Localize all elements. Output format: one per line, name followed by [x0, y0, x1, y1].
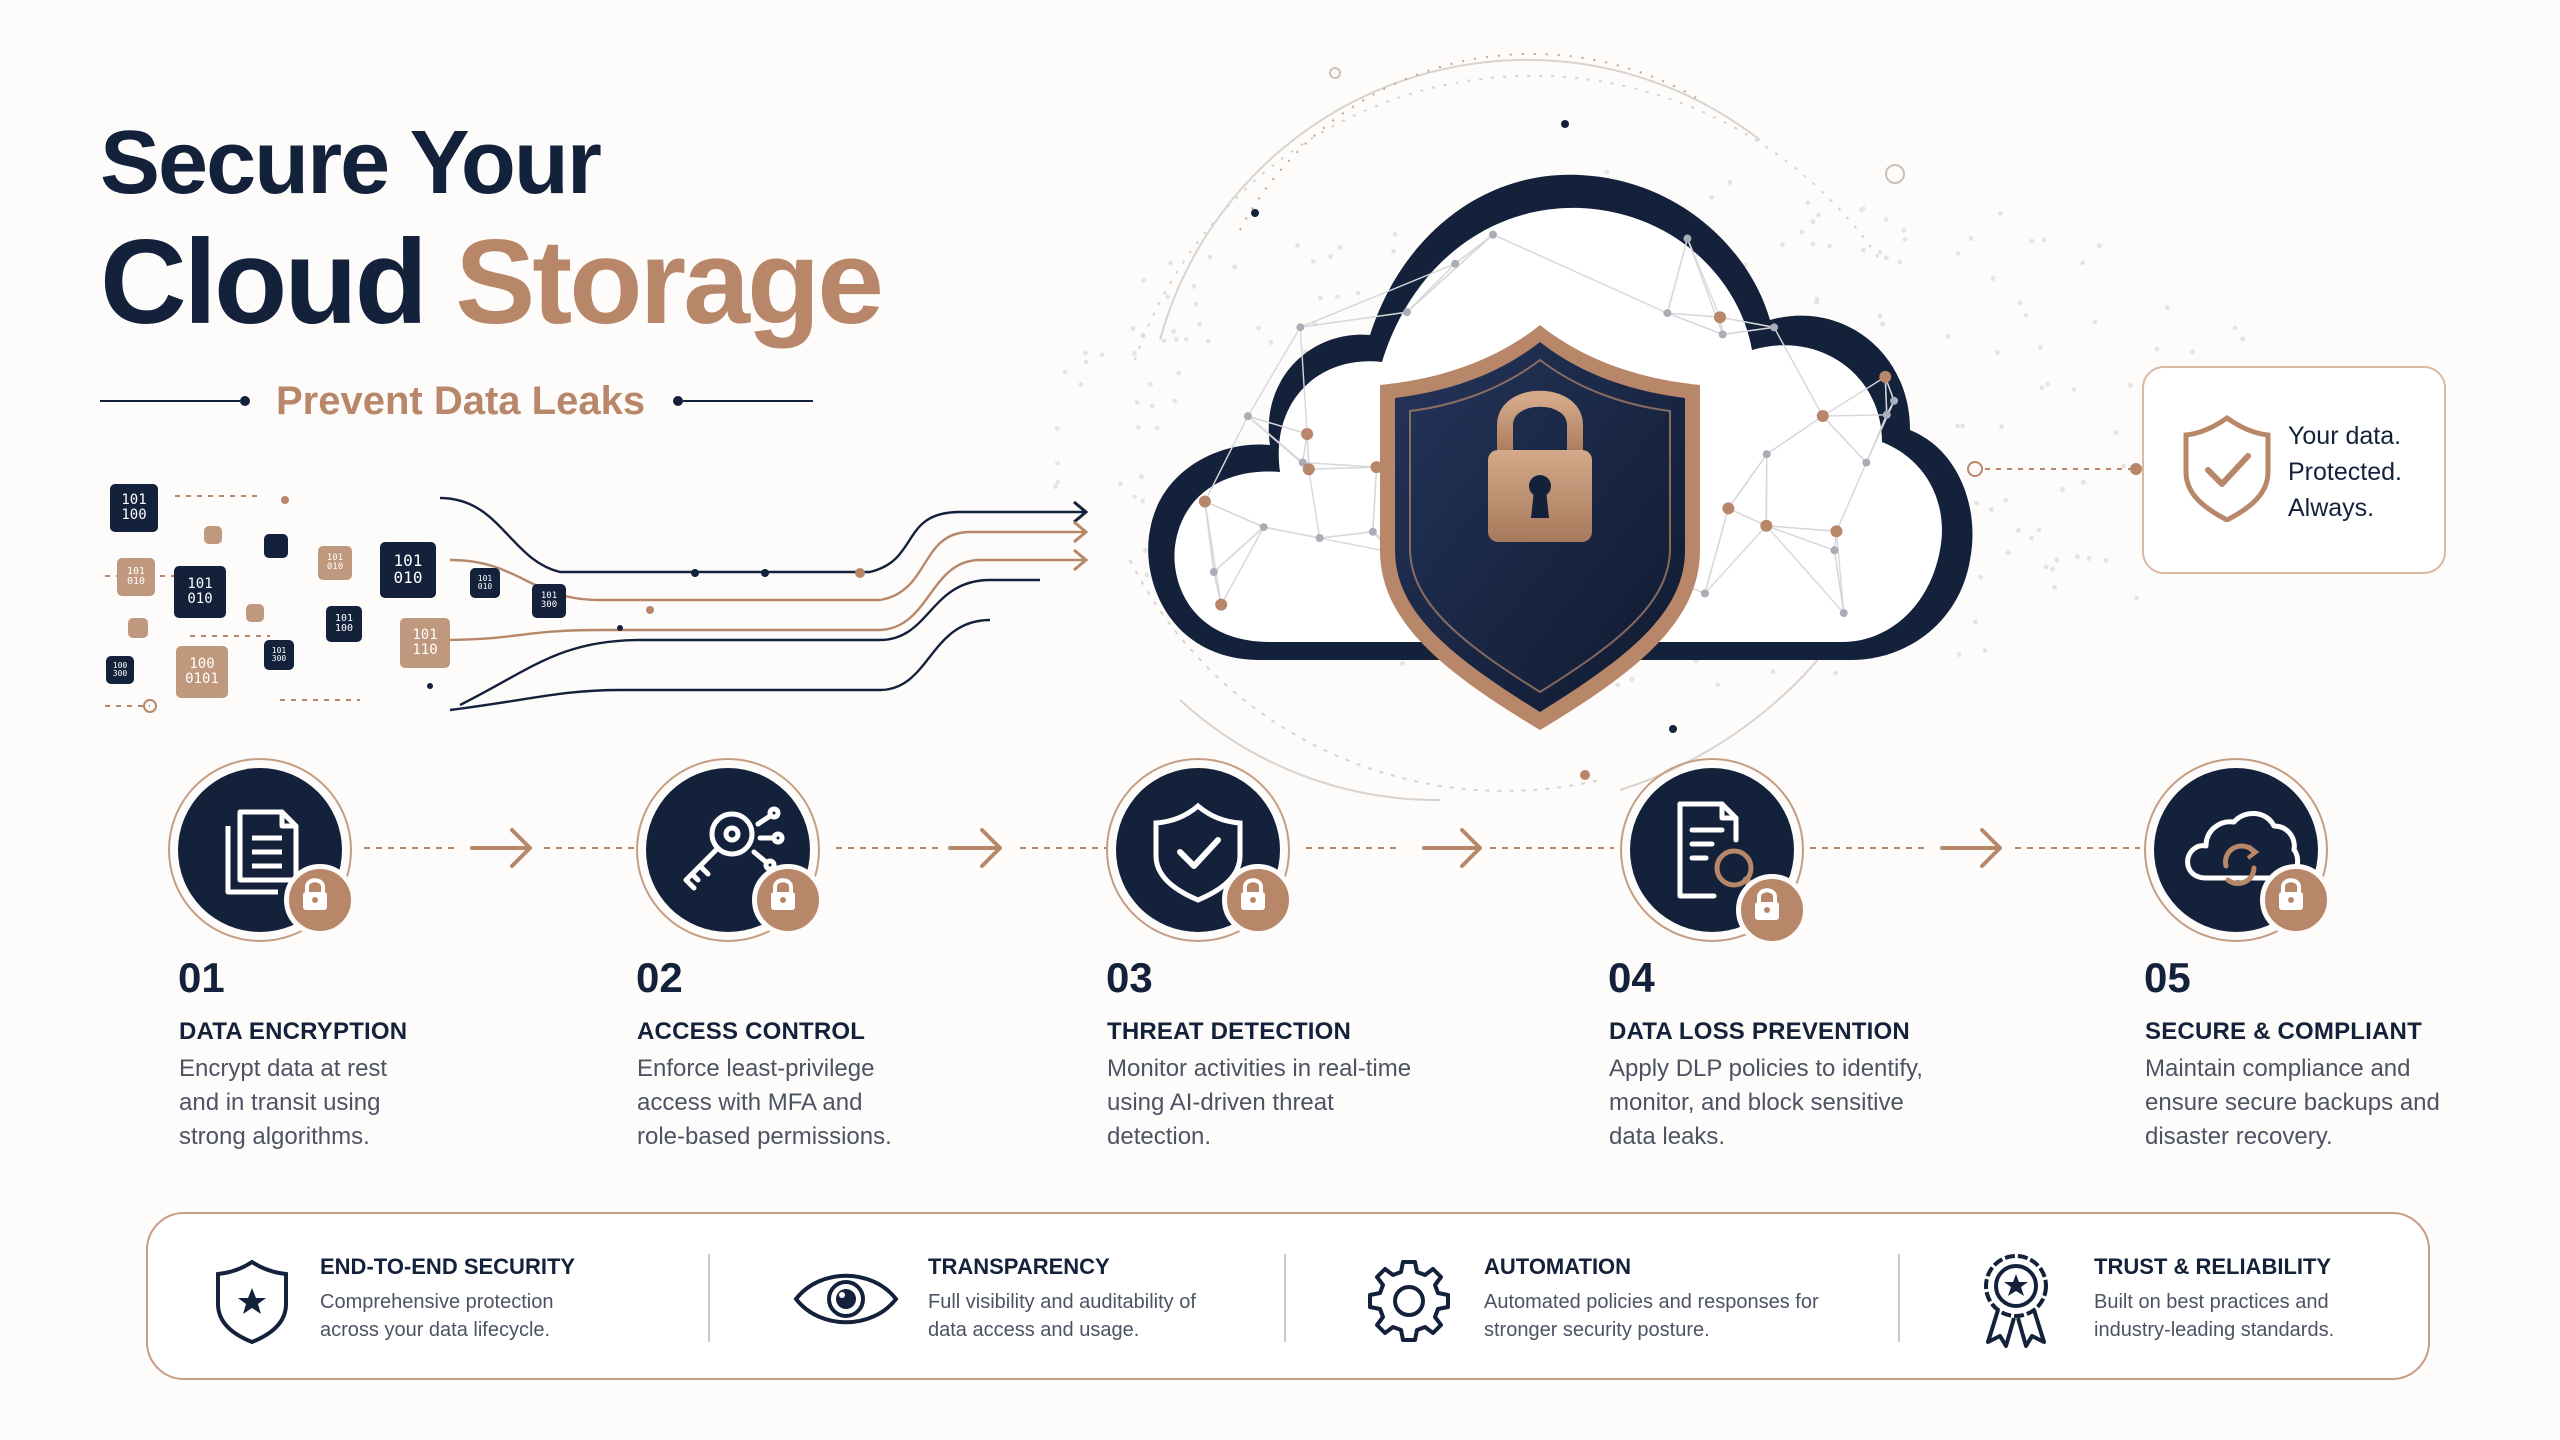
- feature-divider: [708, 1254, 710, 1342]
- subtitle: Prevent Data Leaks: [276, 378, 646, 423]
- lock-icon: [752, 864, 824, 936]
- feature-divider: [1898, 1254, 1900, 1342]
- binary-tile: 101 300: [264, 640, 294, 670]
- lock-icon: [284, 864, 356, 936]
- binary-tile-blank: [246, 604, 264, 622]
- step-2-title: ACCESS CONTROL: [637, 1018, 866, 1045]
- binary-tile: 101 300: [532, 584, 566, 618]
- star-shield-icon: [216, 1259, 288, 1344]
- feature-3-title: AUTOMATION: [1484, 1254, 1632, 1279]
- title-line-1: Secure Your: [100, 113, 602, 213]
- title-word-cloud: Cloud: [100, 215, 428, 349]
- lock-icon: [1222, 864, 1294, 936]
- step-5-title: SECURE & COMPLIANT: [2145, 1018, 2422, 1045]
- lock-icon: [2260, 864, 2332, 936]
- tagline-text: Your data. Protected. Always.: [2288, 422, 2402, 522]
- feature-1-title: END-TO-END SECURITY: [320, 1254, 576, 1279]
- binary-tile: 101 010: [117, 558, 155, 596]
- binary-tile: 101 100: [326, 606, 362, 642]
- step-2-description: Enforce least-privilege access with MFA …: [637, 1055, 892, 1150]
- step-3-description: Monitor activities in real-time using AI…: [1107, 1055, 1412, 1150]
- step-2-number: 02: [636, 954, 683, 1001]
- binary-tile: 101 010: [318, 546, 352, 580]
- feature-4-description: Built on best practices and industry-lea…: [2094, 1291, 2335, 1341]
- step-5-icon-circle: [2144, 758, 2332, 942]
- binary-tile: 101 010: [174, 566, 226, 618]
- step-1-description: Encrypt data at rest and in transit usin…: [179, 1055, 388, 1150]
- gear-icon: [1368, 1260, 1450, 1342]
- binary-tile-blank: [204, 526, 222, 544]
- step-1-title: DATA ENCRYPTION: [179, 1018, 408, 1045]
- features-bar: END-TO-END SECURITY Comprehensive protec…: [146, 1212, 2430, 1380]
- step-3-number: 03: [1106, 954, 1153, 1001]
- eye-icon: [793, 1273, 899, 1325]
- step-1-number: 01: [178, 954, 225, 1001]
- feature-4-title: TRUST & RELIABILITY: [2094, 1254, 2332, 1279]
- shield-check-icon: [1153, 802, 1243, 903]
- subtitle-dot-right: [673, 396, 684, 406]
- step-3-title: THREAT DETECTION: [1107, 1018, 1352, 1045]
- step-1-icon-circle: [168, 758, 356, 942]
- subtitle-row: Prevent Data Leaks: [100, 378, 820, 423]
- document-stack-icon: [225, 809, 299, 895]
- feature-3-description: Automated policies and responses for str…: [1484, 1291, 1819, 1341]
- shield-check-icon: [2183, 414, 2271, 522]
- step-4-description: Apply DLP policies to identify, monitor,…: [1609, 1055, 1923, 1150]
- binary-tile-blank: [264, 534, 288, 558]
- binary-tile: 100 300: [106, 656, 134, 684]
- cloud-shield-illustration: [1148, 174, 1973, 730]
- step-4-icon-circle: [1620, 758, 1808, 946]
- title-line-2: Cloud Storage: [100, 222, 884, 342]
- step-5-number: 05: [2144, 954, 2191, 1001]
- feature-divider: [1284, 1254, 1286, 1342]
- feature-2-title: TRANSPARENCY: [928, 1254, 1110, 1279]
- step-5-description: Maintain compliance and ensure secure ba…: [2145, 1055, 2440, 1150]
- lock-icon: [1736, 874, 1808, 946]
- title-word-storage: Storage: [455, 215, 884, 349]
- binary-tile: 101 100: [110, 484, 158, 532]
- binary-tile-blank: [128, 618, 148, 638]
- award-ribbon-icon: [1984, 1254, 2048, 1348]
- cloud-sync-icon: [2185, 811, 2301, 886]
- binary-tile: 100 0101: [176, 646, 228, 698]
- feature-1-description: Comprehensive protection across your dat…: [320, 1291, 554, 1341]
- binary-tile: 101 010: [380, 542, 436, 598]
- subtitle-rule-right: [683, 400, 814, 402]
- feature-2-description: Full visibility and auditability of data…: [928, 1291, 1196, 1341]
- binary-tile: 101 110: [400, 618, 450, 668]
- step-4-number: 04: [1608, 954, 1655, 1001]
- tagline-card: Your data. Protected. Always.: [2142, 366, 2446, 574]
- step-2-icon-circle: [636, 758, 824, 942]
- step-4-title: DATA LOSS PREVENTION: [1609, 1018, 1910, 1045]
- subtitle-dot-left: [240, 396, 250, 406]
- subtitle-rule-left: [100, 400, 240, 402]
- step-3-icon-circle: [1106, 758, 1294, 942]
- binary-tile: 101 010: [470, 568, 500, 598]
